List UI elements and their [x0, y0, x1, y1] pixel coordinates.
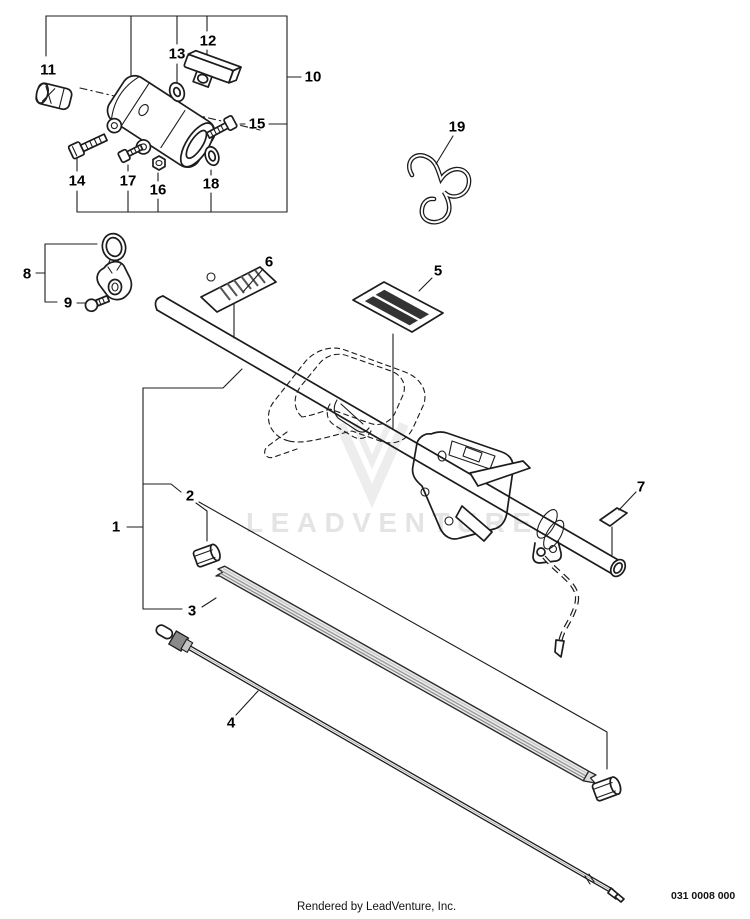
- rendered-by-credit: Rendered by LeadVenture, Inc.: [297, 901, 457, 913]
- part-label-15: 15: [248, 115, 266, 133]
- part-label-11: 11: [40, 61, 56, 79]
- part-label-5: 5: [433, 262, 443, 280]
- warning-decal-part-6: [200, 266, 277, 339]
- washer-part-13: [168, 81, 186, 103]
- part-label-6: 6: [264, 253, 274, 271]
- washer-part-18: [204, 145, 220, 167]
- shaft-nut-part-2-far: [591, 776, 622, 802]
- part-label-8: 8: [22, 265, 32, 283]
- part-label-18: 18: [202, 175, 220, 193]
- nut-part-16: [152, 155, 166, 171]
- throttle-cable-ghost: [542, 555, 580, 658]
- rear-shaft-clamp: [532, 509, 565, 564]
- part-label-13: 13: [168, 45, 186, 63]
- brand-decal-part-5: [352, 277, 444, 429]
- part-label-14: 14: [68, 172, 86, 190]
- part-label-19: 19: [448, 118, 466, 136]
- part-label-7: 7: [636, 478, 646, 496]
- callout-lines-group-8: [35, 243, 98, 304]
- flex-drive-shaft-part-4: [155, 624, 625, 903]
- part-label-4: 4: [226, 714, 236, 732]
- bolt-part-15: [205, 115, 238, 139]
- screw-part-17: [117, 144, 144, 164]
- bolt-part-14: [67, 133, 108, 160]
- screw-part-9: [84, 294, 111, 313]
- part-label-2: 2: [185, 487, 195, 505]
- cable-end-nut-part-11: [35, 82, 73, 111]
- part-label-17: 17: [119, 172, 137, 190]
- part-label-9: 9: [63, 294, 73, 312]
- part-label-12: 12: [199, 32, 217, 50]
- clamp-knob-part-12: [183, 49, 242, 88]
- handle-saddle-clamp: [333, 399, 370, 433]
- part-label-3: 3: [187, 602, 197, 620]
- part-label-1: 1: [111, 518, 121, 536]
- hanger-part-8: [96, 232, 133, 301]
- watermark-text: LEADVENTURE: [246, 507, 539, 538]
- small-decal-part-7: [599, 491, 637, 556]
- throttle-spring-part-19: [407, 135, 472, 225]
- diagram-code: 031 0008 000: [671, 890, 736, 902]
- front-handle-ghost: [264, 347, 426, 459]
- callout-lines-group-1: [126, 368, 608, 770]
- part-label-16: 16: [149, 181, 167, 199]
- shaft-nut-part-2: [192, 543, 221, 568]
- throttle-trigger-housing: [411, 431, 531, 542]
- part-label-10: 10: [304, 68, 322, 86]
- liner-tube-part-3: [215, 565, 597, 784]
